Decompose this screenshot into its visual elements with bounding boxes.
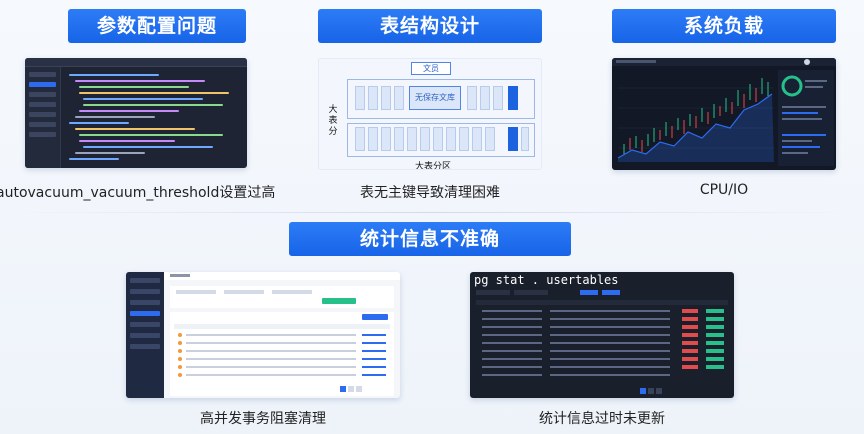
caption-table-design: 表无主键导致清理困难	[360, 185, 500, 201]
section-title-system-load: 系统负载	[612, 9, 836, 43]
diagram-top-label: 文员	[411, 62, 451, 75]
diagram-bottom-label: 大表分区	[415, 162, 452, 170]
caption-stats-outdated: 统计信息过时未更新	[539, 411, 665, 427]
section-title-param-config: 参数配置问题	[68, 9, 246, 43]
section-title-table-design: 表结构设计	[318, 9, 542, 43]
section-title-stats-inaccurate: 统计信息不准确	[289, 222, 571, 256]
code-editor-screenshot	[25, 58, 247, 168]
editor-sidebar	[25, 67, 61, 168]
diagram-inner-label: 无保存文库	[409, 86, 461, 110]
caption-param-config: autovacuum_vacuum_threshold设置过高	[0, 185, 276, 201]
admin-sidebar	[126, 272, 164, 398]
system-load-chart-screenshot	[612, 58, 836, 170]
pg-stat-title: pg stat . usertables	[474, 273, 619, 287]
transaction-admin-screenshot	[126, 272, 400, 398]
pg-stat-usertables-screenshot: pg stat . usertables	[470, 272, 734, 398]
table-structure-diagram: 文员 无保存文库 大表分 大表分区	[318, 58, 542, 170]
section-divider	[0, 212, 864, 213]
caption-concurrent-tx: 高并发事务阻塞清理	[200, 411, 326, 427]
caption-system-load: CPU/IO	[699, 182, 749, 198]
diagram-left-label: 大表分	[328, 105, 338, 137]
